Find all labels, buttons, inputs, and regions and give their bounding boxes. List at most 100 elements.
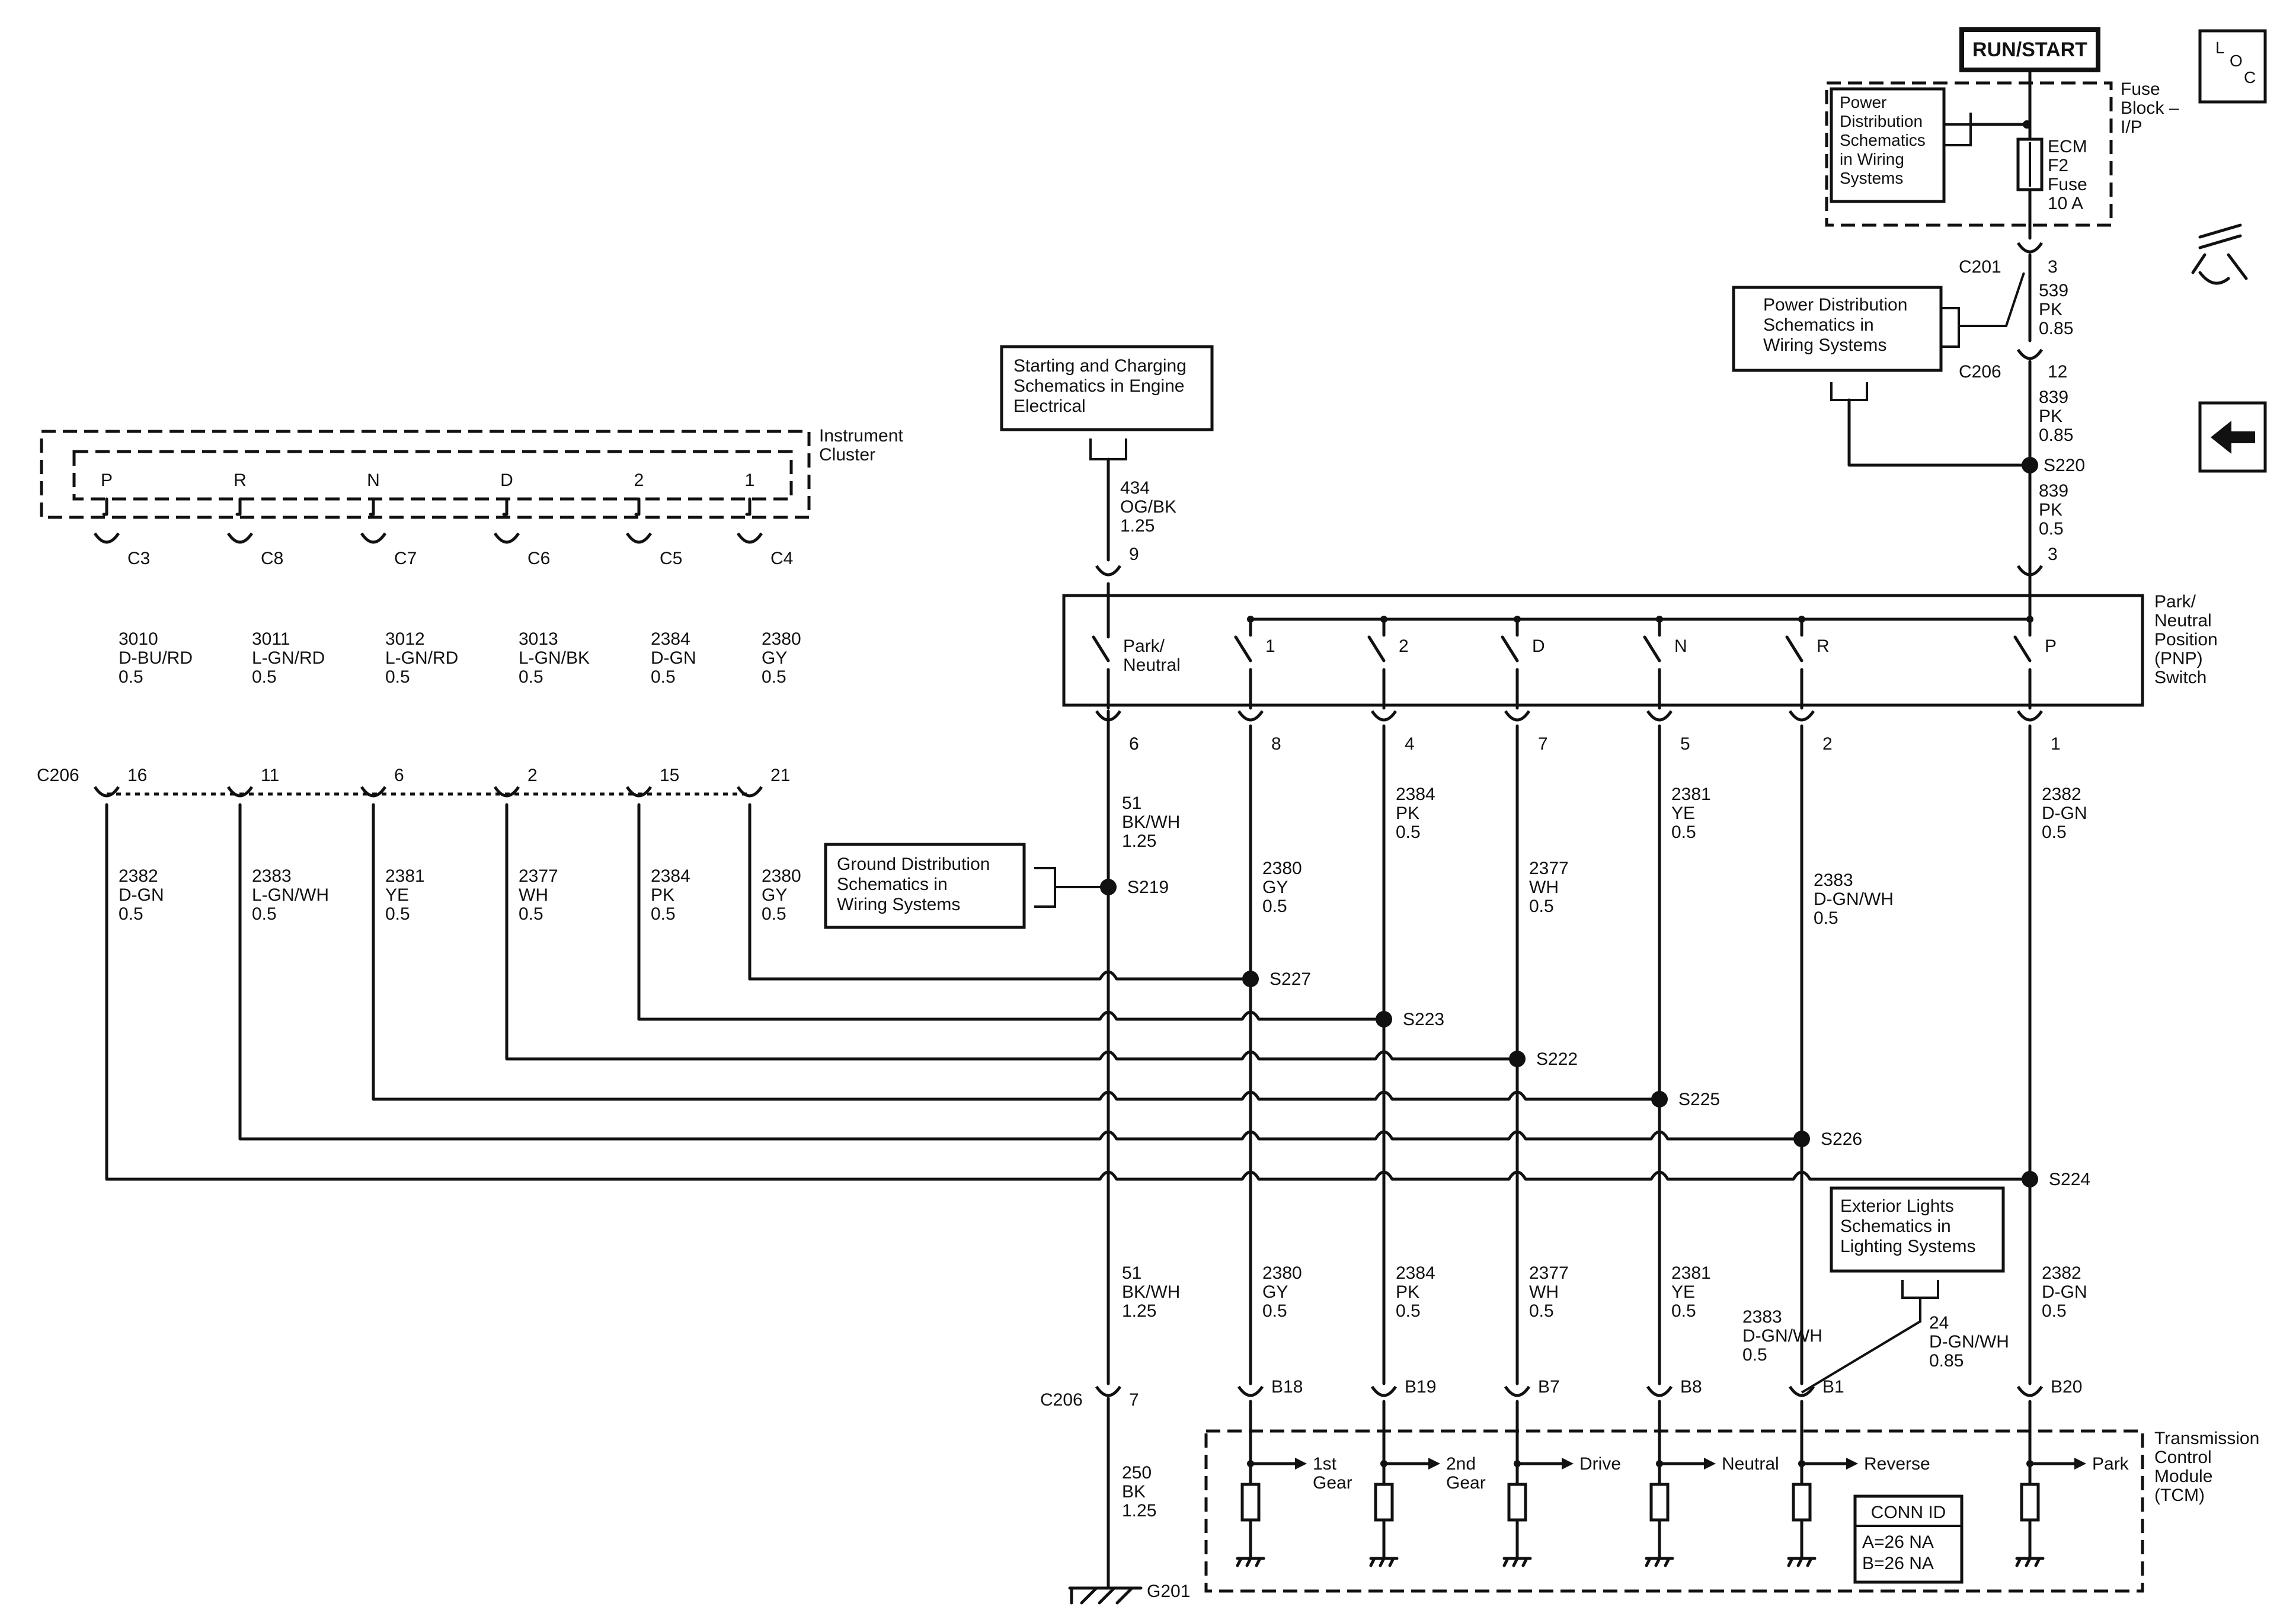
pnp-switch-box [1062,594,2144,707]
splice-S224 [2022,1171,2038,1188]
instrument-cluster-outline [40,430,811,519]
splice-label-S223: S223 [1403,1010,1444,1029]
splice-s219 [1100,879,1117,895]
pnp-contact-R: R [1817,636,1830,656]
exterior-ref-box [1830,1186,2005,1273]
c206-pin-6: 6 [394,766,404,785]
back-arrow-icon [2211,421,2255,454]
svg-text:S220: S220 [2044,456,2085,475]
svg-text:12: 12 [2048,362,2067,382]
pnp-pin-2: 2 [1822,734,1833,754]
conn-id-box [1853,1494,1964,1584]
svg-text:O: O [2230,52,2243,70]
svg-text:C: C [2244,68,2256,87]
splice-label-S225: S225 [1678,1090,1720,1109]
svg-text:S219: S219 [1127,878,1169,897]
loc-badge-text: L [2215,39,2225,57]
c206-pin-2: 2 [527,766,538,785]
svg-text:9: 9 [1129,545,1139,564]
splice-S227 [1242,971,1259,987]
svg-text:3: 3 [2048,257,2058,277]
ground-g201: G201 [1147,1582,1190,1601]
pnp-contact-N: N [1674,636,1687,656]
tcm-output-5: Park [2092,1454,2129,1474]
pnp-contact-2: 2 [1399,636,1409,656]
splice-label-S226: S226 [1821,1129,1862,1149]
conn-id-a: A=26 NA [1862,1532,1934,1552]
power-dist-ref-box [1732,286,1943,372]
cluster-pin-4: 2 [634,470,644,490]
tcm-outline [1204,1429,2144,1593]
wiring-harness-icon [2191,223,2248,285]
pnp-pin-6: 6 [1129,734,1139,754]
c206-row-label: C206 [37,766,79,785]
cluster-conn-C3: C3 [127,549,150,568]
splice-label-S227: S227 [1269,969,1311,989]
tcm-pin-B7: B7 [1538,1377,1560,1397]
fuse-block-outline [1825,81,2113,227]
pnp-pin-7: 7 [1538,734,1548,754]
svg-text:3: 3 [2048,545,2058,564]
tcm-pin-B8: B8 [1680,1377,1702,1397]
cluster-pin-3: D [500,470,513,490]
loc-badge [2198,29,2267,104]
cluster-conn-C4: C4 [770,549,793,568]
cluster-conn-C6: C6 [527,549,550,568]
c206-pin-11: 11 [261,766,279,785]
pnp-pin-1: 1 [2051,734,2061,754]
c206-pin-16: 16 [127,766,147,785]
pnp-contact-1: 1 [1265,636,1275,656]
fuse-ref-box [1830,87,1946,203]
tcm-pin-B19: B19 [1405,1377,1436,1397]
pnp-pin-4: 4 [1405,734,1415,754]
cluster-pin-5: 1 [745,470,755,490]
cluster-conn-C8: C8 [261,549,283,568]
c206-pin-21: 21 [770,766,790,785]
tcm-pin-B1: B1 [1822,1377,1844,1397]
tcm-pin-B18: B18 [1271,1377,1303,1397]
svg-text:7: 7 [1129,1390,1139,1410]
cluster-conn-C5: C5 [660,549,682,568]
ground-symbol-icon [1068,1586,1143,1605]
tcm-output-2: Drive [1579,1454,1621,1474]
ground-ref-box [824,843,1026,929]
cluster-pin-0: P [101,470,113,490]
starting-ref-box [1000,345,1214,431]
splice-s220 [2022,457,2038,473]
tcm-output-4: Reverse [1864,1454,1930,1474]
c206-pin-15: 15 [660,766,679,785]
